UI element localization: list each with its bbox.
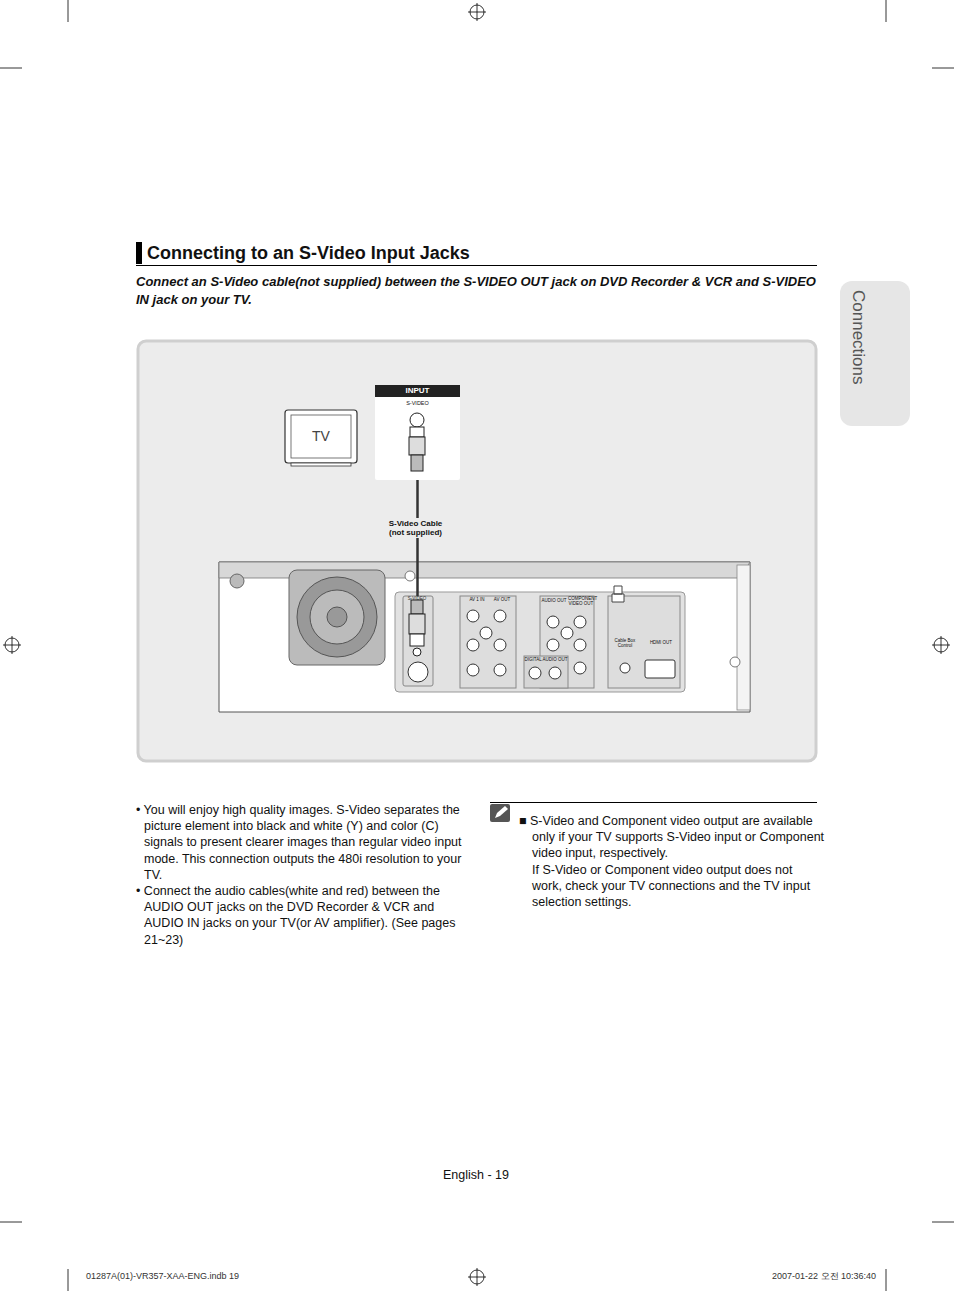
- bullet-note: • Connect the audio cables(white and red…: [136, 883, 472, 948]
- panel-label: AV 1 IN: [465, 597, 489, 602]
- rca-jack: [529, 667, 541, 679]
- rca-jack: [467, 664, 479, 676]
- node-heading: S-VIDEO: [403, 596, 431, 602]
- rca-jack: [574, 662, 586, 674]
- svideo-plug-top: [409, 413, 425, 471]
- page-title: Connecting to an S-Video Input Jacks: [147, 242, 470, 264]
- title-rule: [136, 265, 817, 266]
- svideo-plug-bottom: [409, 600, 425, 656]
- title-bar: [136, 242, 142, 264]
- date-footer: 2007-01-22 오전 10:36:40: [772, 1271, 942, 1282]
- note-rule: [490, 802, 817, 803]
- rca-jack: [547, 616, 559, 628]
- recorder-rear: [219, 562, 750, 712]
- rca-jack: [574, 616, 586, 628]
- tab-label: Connections: [848, 290, 868, 385]
- panel-label: Cable Box Control: [611, 638, 639, 648]
- rca-jack: [561, 627, 573, 639]
- note-icon: [490, 804, 510, 822]
- rca-jack: [467, 639, 479, 651]
- svideo-cable: [416, 480, 419, 596]
- edge-label: S-Video Cable (not supplied): [387, 518, 445, 538]
- tv-drawing: [285, 410, 357, 466]
- rca-jacks: [467, 610, 586, 679]
- registration-marks: [3, 3, 950, 1286]
- intro-text: Connect an S-Video cable(not supplied) b…: [136, 273, 826, 309]
- rca-jack: [574, 639, 586, 651]
- diagram-frame: [138, 341, 816, 761]
- svideo-out-jack: S-VIDEO: [403, 596, 431, 686]
- rca-jack: [494, 610, 506, 622]
- panel-label: AUDIO OUT: [541, 598, 567, 603]
- tv-input-panel: INPUT S-VIDEO: [375, 385, 460, 480]
- bullet-note: • You will enjoy high quality images. S-…: [136, 802, 472, 883]
- note-text: If S-Video or Component video output doe…: [532, 862, 822, 911]
- input-panel: [375, 385, 460, 480]
- section-tab: [840, 281, 910, 426]
- panel-label: COMPONENT VIDEO OUT: [568, 596, 594, 606]
- tv-screen: TV: [293, 418, 349, 454]
- panel-label: DIGITAL AUDIO OUT: [524, 657, 568, 662]
- rca-jack: [480, 627, 492, 639]
- rca-jack: [494, 664, 506, 676]
- page-number: English - 19: [443, 1167, 533, 1183]
- rca-jack: [549, 667, 561, 679]
- node-label: S-VIDEO: [375, 400, 460, 407]
- rca-jack: [547, 639, 559, 651]
- panel-label: HDMI OUT: [646, 640, 676, 645]
- rca-jack: [494, 639, 506, 651]
- node-heading: INPUT: [375, 385, 460, 397]
- node-heading: TV: [312, 428, 330, 444]
- note-text: ■ S-Video and Component video output are…: [519, 813, 832, 862]
- file-footer: 01287A(01)-VR357-XAA-ENG.indb 19: [86, 1271, 306, 1282]
- panel-label: AV OUT: [490, 597, 514, 602]
- rca-jack: [467, 610, 479, 622]
